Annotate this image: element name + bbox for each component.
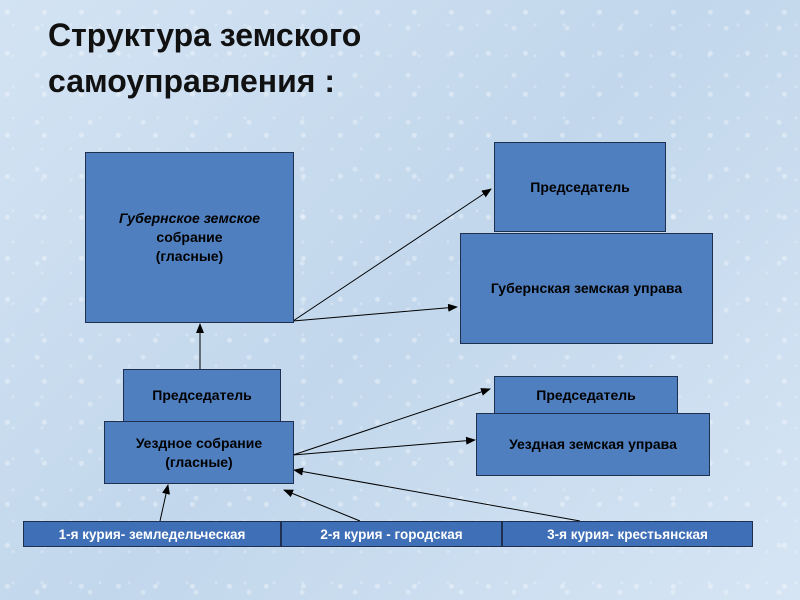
uezd-predsedatel-box: Председатель	[123, 369, 281, 422]
uezdnoe-sobranie-line2: (гласные)	[165, 453, 233, 470]
arrow-gub-to-predsedatel	[292, 188, 492, 322]
page-title: Структура земского самоуправления :	[48, 17, 362, 99]
arrow-gub-to-uprava	[292, 303, 458, 322]
arrow-curia1-to-uezd	[159, 484, 170, 522]
arrow-curia2-to-uezd	[283, 489, 361, 522]
uezdnoe-sobranie-line1: Уездное собрание	[135, 434, 263, 451]
curia-3-cell: 3-я курия- крестьянская	[502, 521, 753, 547]
gub-predsedatel-label: Председатель	[530, 178, 630, 195]
uezdnaya-uprava-label: Уездная земская управа	[509, 436, 677, 452]
gubernskoe-sobranie-line1: Губернское земское	[118, 210, 261, 226]
gubernskaya-uprava-box: Губернская земская управа	[460, 233, 713, 344]
uezdnoe-sobranie-box: Уездное собрание (гласные)	[104, 421, 294, 484]
uezd-uprava-predsedatel-label: Председатель	[536, 386, 636, 403]
arrow-uezd-to-uprava	[292, 436, 476, 456]
curiae-row: 1-я курия- земледельческая 2-я курия - г…	[23, 521, 753, 547]
arrow-uezd-to-predsedatel	[292, 388, 491, 456]
curia-1-cell: 1-я курия- земледельческая	[23, 521, 281, 547]
uezd-predsedatel-label: Председатель	[152, 387, 252, 403]
gubernskoe-sobranie-box: Губернское земское собрание (гласные)	[85, 152, 294, 323]
gub-predsedatel-box: Председатель	[494, 142, 666, 232]
gubernskaya-uprava-label: Губернская земская управа	[490, 280, 683, 296]
uezdnaya-uprava-box: Уездная земская управа	[476, 413, 710, 476]
gubernskoe-sobranie-line3: (гласные)	[155, 248, 224, 264]
gubernskoe-sobranie-line2: собрание	[156, 229, 223, 245]
curia-2-cell: 2-я курия - городская	[281, 521, 502, 547]
uezd-uprava-predsedatel-box: Председатель	[494, 376, 678, 414]
arrow-curia3-to-uezd	[293, 467, 581, 522]
